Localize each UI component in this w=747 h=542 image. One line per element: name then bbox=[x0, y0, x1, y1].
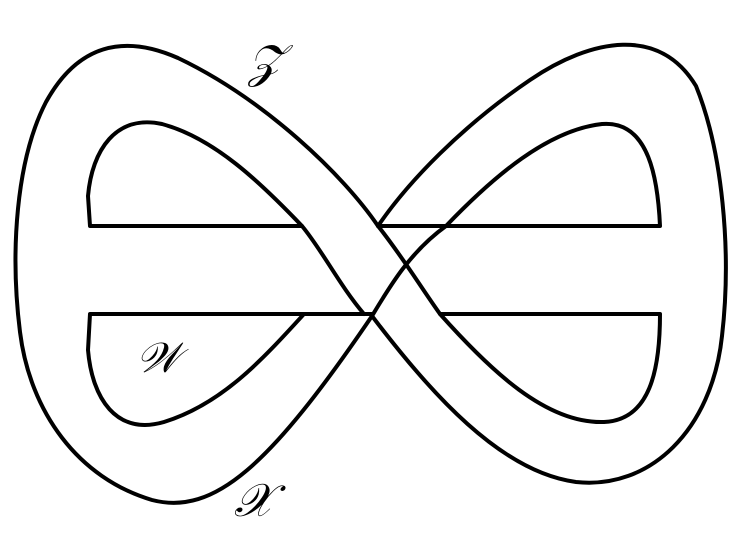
outer-boundary-curve bbox=[13, 42, 728, 505]
label-z: 𝒵 bbox=[247, 34, 294, 88]
inner-right-top-loop bbox=[444, 121, 662, 228]
center-band-diagonal bbox=[370, 224, 448, 318]
inner-left-bottom-loop bbox=[86, 312, 306, 427]
inner-left-top-loop bbox=[86, 120, 304, 228]
label-x: 𝒳 bbox=[234, 473, 286, 527]
center-band-upper bbox=[300, 224, 442, 316]
inner-right-bottom-loop bbox=[438, 312, 662, 425]
label-w: 𝒲 bbox=[136, 333, 189, 382]
center-band-lower bbox=[302, 224, 448, 316]
